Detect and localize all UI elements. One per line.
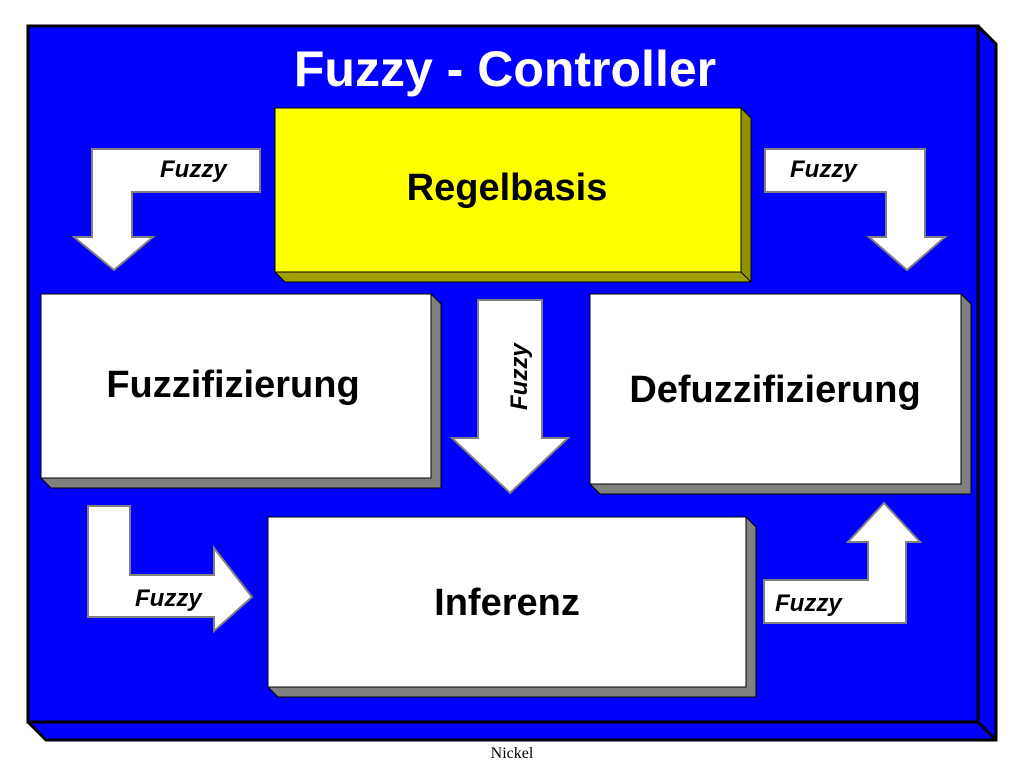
diagram-title: Fuzzy - Controller: [294, 41, 716, 97]
inferenz-label: Inferenz: [434, 582, 580, 624]
arrow-top-left: Fuzzy: [71, 148, 261, 272]
regelbasis-label: Regelbasis: [407, 167, 608, 209]
regelbasis-box: Regelbasis: [274, 106, 752, 284]
arrow-bottom-right: Fuzzy: [763, 501, 923, 624]
defuzzifizierung-label: Defuzzifizierung: [629, 369, 920, 411]
arrow-top-right-label: Fuzzy: [790, 156, 858, 183]
arrow-center-label: Fuzzy: [506, 342, 533, 410]
arrow-top-left-label: Fuzzy: [160, 156, 228, 183]
fuzzifizierung-label: Fuzzifizierung: [106, 364, 359, 406]
arrow-bottom-right-label: Fuzzy: [775, 590, 843, 617]
arrow-bottom-left-label: Fuzzy: [135, 585, 203, 612]
defuzzifizierung-box: Defuzzifizierung: [589, 293, 972, 495]
footer-author: Nickel: [490, 745, 534, 762]
arrow-top-right: Fuzzy: [764, 148, 948, 272]
panel-edge: [976, 720, 998, 742]
fuzzifizierung-box: Fuzzifizierung: [40, 293, 442, 489]
arrow-center: Fuzzy: [449, 299, 571, 495]
arrow-bottom-left: Fuzzy: [87, 505, 254, 634]
inferenz-box: Inferenz: [267, 516, 757, 698]
